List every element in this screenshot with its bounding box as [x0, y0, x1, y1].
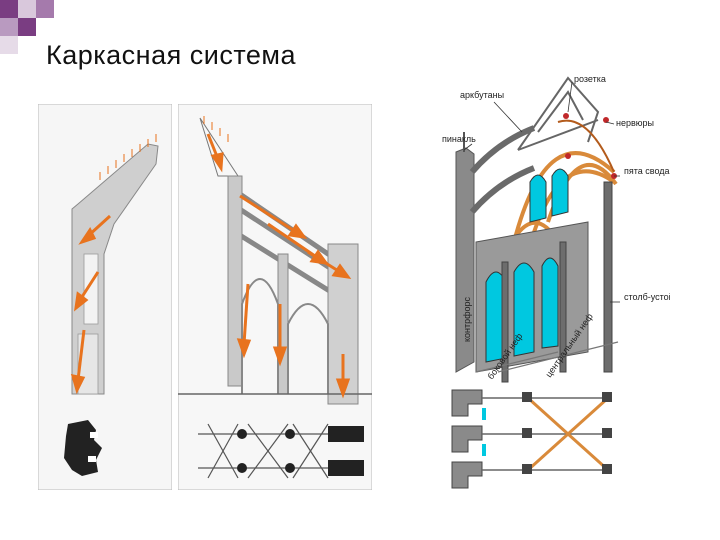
gothic-section-diagram	[178, 104, 372, 490]
label-kontrfors: контрфорс	[462, 296, 472, 342]
label-pyata-svoda: пята свода	[624, 166, 670, 176]
label-arkbutany: аркбутаны	[460, 90, 504, 100]
decor-square-1	[0, 0, 18, 18]
label-stolb-ustoy: столб-устой	[624, 292, 670, 302]
label-rozetka: розетка	[574, 74, 606, 84]
romanesque-section-diagram	[38, 104, 172, 490]
decor-square-5	[18, 18, 36, 36]
label-nervyury: нервюры	[616, 118, 654, 128]
label-pinakl: пинакль	[442, 134, 476, 144]
decor-square-6	[0, 36, 18, 54]
slide-title: Каркасная система	[46, 40, 296, 70]
decor-square-2	[18, 0, 36, 18]
decor-square-4	[0, 18, 18, 36]
decor-square-3	[36, 0, 54, 18]
gothic-frame-cutaway-diagram: аркбутаны розетка нервюры пинакль пята с…	[442, 74, 670, 489]
